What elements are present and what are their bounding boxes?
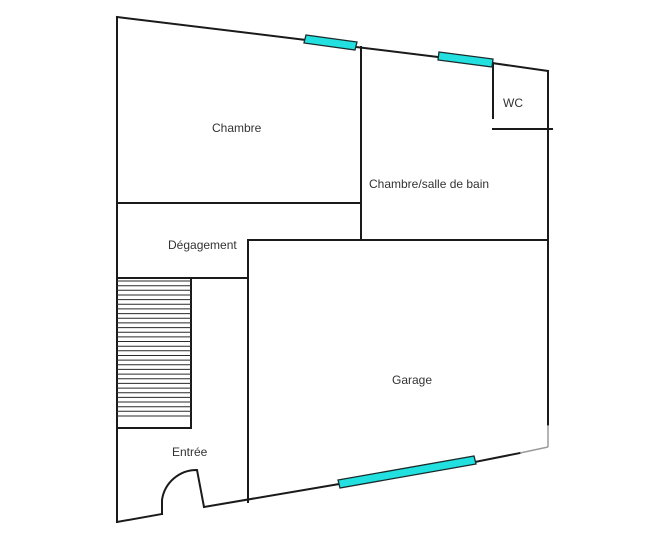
door-swing-icon[interactable] (161, 468, 206, 515)
stair-outline (116, 277, 192, 429)
stair-steps (117, 280, 191, 417)
window-chambre (303, 34, 358, 51)
bottom-wall-segment (202, 482, 341, 509)
stairs (116, 277, 192, 429)
top-wall-segment (354, 45, 440, 59)
bottom-wall-end (519, 446, 549, 454)
interior-walls (116, 46, 553, 503)
room-label-chambre: Chambre (212, 121, 262, 135)
top-wall-segment (115, 15, 308, 42)
window-chambre-sdb (437, 51, 494, 68)
windows (303, 34, 494, 489)
room-label-entree: Entrée (172, 445, 208, 459)
room-label-degagement: Dégagement (168, 238, 237, 252)
window-garage (337, 455, 477, 489)
room-labels: Chambre Chambre/salle de bain WC Dégagem… (168, 96, 523, 459)
room-label-wc: WC (503, 96, 523, 110)
bottom-wall-segment (473, 451, 522, 464)
bottom-wall-segment (115, 512, 164, 524)
top-wall-segment (490, 61, 550, 73)
room-label-garage: Garage (392, 373, 432, 387)
entrance-door[interactable] (161, 468, 206, 515)
room-label-chambre-sdb: Chambre/salle de bain (369, 177, 489, 191)
